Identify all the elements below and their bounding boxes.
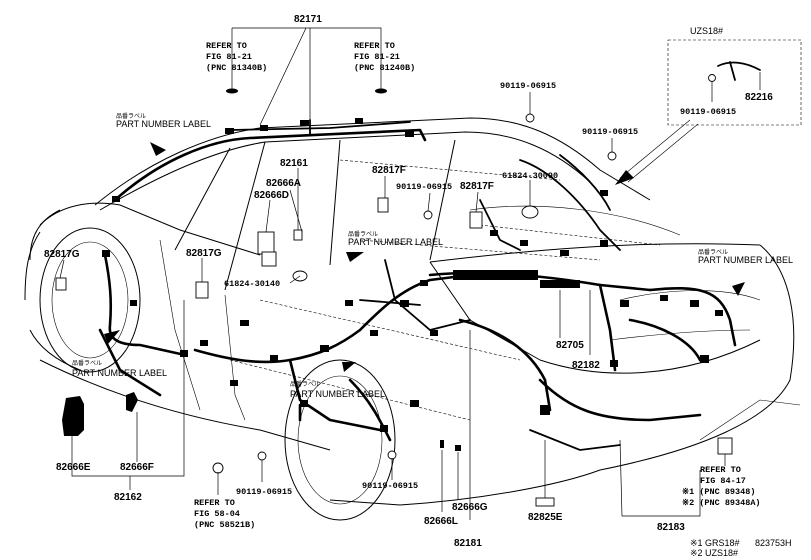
svg-text:FIG 84-17: FIG 84-17	[700, 476, 746, 486]
jp-label-left: 品番ラベル	[72, 360, 102, 367]
label-82817f-a: 82817F	[372, 165, 406, 176]
svg-text:REFER TO: REFER TO	[206, 41, 247, 51]
label-82817g-a: 82817G	[44, 249, 80, 260]
label-82161: 82161	[280, 158, 308, 169]
svg-text:REFER TO: REFER TO	[354, 41, 395, 51]
svg-text:FIG 58-04: FIG 58-04	[194, 509, 240, 519]
label-82666e: 82666E	[56, 462, 91, 473]
svg-text:(PNC 58521B): (PNC 58521B)	[194, 520, 255, 530]
pnl-right: PART NUMBER LABEL	[698, 255, 793, 265]
connectors	[102, 118, 723, 451]
car-body	[24, 117, 801, 521]
label-82181: 82181	[454, 538, 482, 549]
jp-label-mid: 品番ラベル	[348, 231, 378, 238]
label-90119-a: 90119-06915	[500, 81, 556, 91]
label-82666f: 82666F	[120, 462, 154, 473]
svg-text:※1 (PNC 89348): ※1 (PNC 89348)	[682, 487, 755, 497]
refer-to-2: REFER TO FIG 81-21 (PNC 81240B)	[354, 41, 415, 73]
jp-label-right: 品番ラベル	[698, 249, 728, 256]
jp-label-bottom: 品番ラベル	[290, 381, 320, 388]
label-90119-e: 90119-06915	[362, 481, 418, 491]
harness-lines	[98, 61, 761, 451]
svg-text:FIG 81-21: FIG 81-21	[354, 52, 400, 62]
pnl-mid: PART NUMBER LABEL	[348, 237, 443, 247]
label-82162: 82162	[114, 492, 142, 503]
label-82171: 82171	[294, 14, 322, 25]
label-82666d: 82666D	[254, 190, 289, 201]
svg-text:REFER TO: REFER TO	[194, 498, 235, 508]
label-90119-c: 90119-06915	[396, 182, 452, 192]
label-82666a: 82666A	[266, 178, 301, 189]
svg-text:(PNC 81340B): (PNC 81340B)	[206, 63, 267, 73]
jp-label-top: 品番ラベル	[116, 113, 146, 120]
refer-to-3: REFER TO FIG 58-04 (PNC 58521B)	[194, 498, 255, 530]
variant-note: UZS18#	[690, 26, 723, 36]
label-90119-b: 90119-06915	[582, 127, 638, 137]
svg-text:REFER TO: REFER TO	[700, 465, 741, 475]
pnl-top: PART NUMBER LABEL	[116, 119, 211, 129]
footnote-1: ※1 GRS18#	[690, 538, 740, 548]
footnote-2: ※2 UZS18#	[690, 548, 738, 558]
label-82825e: 82825E	[528, 512, 563, 523]
label-61824-30140: 61824-30140	[224, 279, 280, 289]
pnl-bottom: PART NUMBER LABEL	[290, 389, 385, 399]
label-82817g-b: 82817G	[186, 248, 222, 259]
label-82183: 82183	[657, 522, 685, 533]
label-82216: 82216	[745, 92, 773, 103]
label-82705: 82705	[556, 340, 584, 351]
label-90119-inset: 90119-06915	[680, 107, 736, 117]
refer-to-1: REFER TO FIG 81-21 (PNC 81340B)	[206, 41, 267, 73]
svg-text:※2 (PNC 89348A): ※2 (PNC 89348A)	[682, 498, 761, 508]
refer-to-4: REFER TO FIG 84-17 ※1 (PNC 89348) ※2 (PN…	[682, 465, 761, 508]
loose-parts	[55, 74, 745, 507]
label-82182: 82182	[572, 360, 600, 371]
label-90119-d: 90119-06915	[236, 487, 292, 497]
drawing-number: 823753H	[755, 538, 792, 548]
svg-text:(PNC 81240B): (PNC 81240B)	[354, 63, 415, 73]
label-61824-30090: 61824-30090	[502, 171, 558, 181]
label-82666g: 82666G	[452, 502, 488, 513]
leader-lines	[59, 27, 761, 520]
svg-text:FIG 81-21: FIG 81-21	[206, 52, 252, 62]
uzs18-inset-box	[667, 39, 802, 126]
label-82817f-b: 82817F	[460, 181, 494, 192]
label-82666l: 82666L	[424, 516, 458, 527]
pnl-left: PART NUMBER LABEL	[72, 368, 167, 378]
